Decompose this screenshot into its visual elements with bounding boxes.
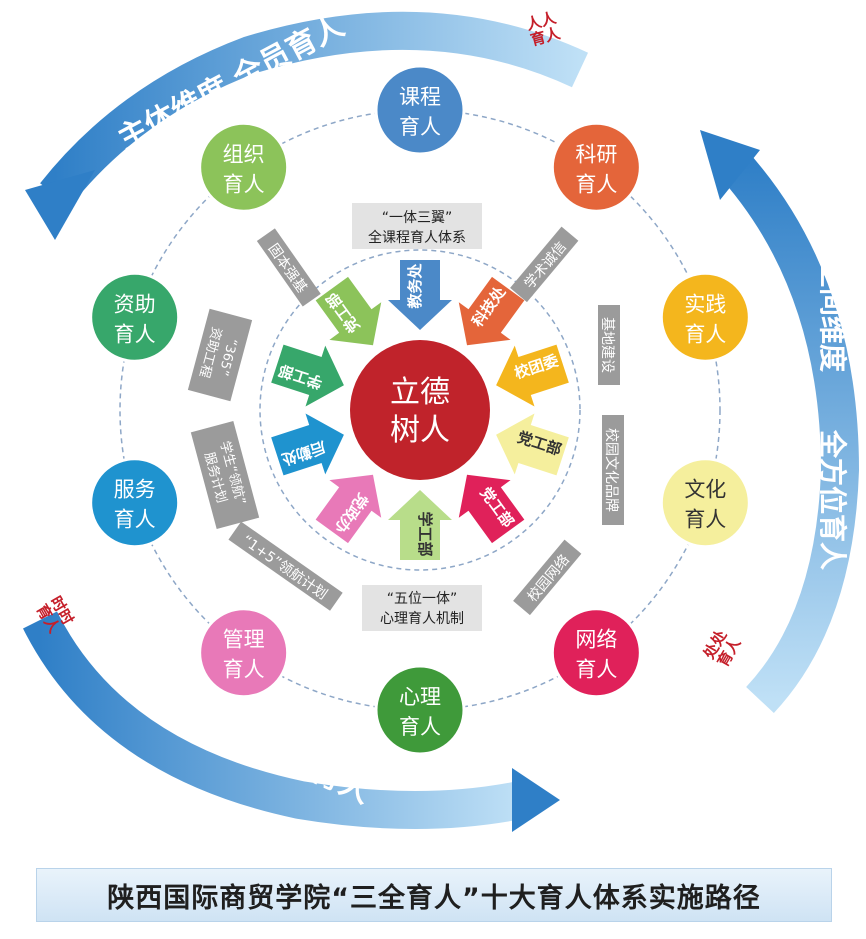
node-network-line1: 网络 [575, 628, 617, 652]
ring-label-network: 校园网络 [513, 539, 582, 616]
node-psych-line1: 心理 [399, 685, 441, 709]
node-culture-line2: 育人 [684, 508, 726, 532]
time-dimension-arrow [23, 611, 524, 829]
node-course-circle [374, 64, 466, 156]
dept-arrow-jiaowu: 教务处 [388, 260, 452, 330]
center-line2: 树人 [390, 413, 450, 448]
node-psych: 心理育人 [374, 664, 466, 756]
ring-label-org: 固本强基 [256, 228, 321, 307]
dept-arrow-xuegongbu1-label: 学工部 [416, 511, 434, 556]
node-org-circle [198, 121, 290, 213]
dept-arrow-xuegongbu2: 学工部 [271, 344, 344, 407]
education-system-diagram: 主体维度 全员育人 空间维度 全方位育人 时间维度 全过程育人 人人 育人 处处… [23, 8, 860, 832]
dept-arrow-xuegongbu2-shape [271, 344, 344, 407]
outer-arrows [23, 11, 860, 832]
node-aid-line1: 资助 [114, 292, 156, 316]
dept-arrow-houqinchu-shape [271, 413, 344, 476]
node-practice-line1: 实践 [684, 292, 726, 316]
node-aid-line2: 育人 [114, 322, 156, 346]
node-practice-line2: 育人 [684, 322, 726, 346]
caption-bar: 陕西国际商贸学院“三全育人”十大育人体系实施路径 [36, 868, 832, 922]
inner-dashed-ring [259, 249, 581, 571]
node-aid-circle [89, 271, 181, 363]
center-node: 立德 树人 [350, 340, 490, 480]
center-circle [350, 340, 490, 480]
dept-arrow-xuegongbu1: 学工部 [388, 490, 452, 560]
time-arrowhead [512, 768, 560, 832]
ring-label-course: “一体三翼” 全课程育人体系 [352, 203, 482, 249]
space-dimension-label-a: 空间维度 [816, 260, 849, 372]
node-practice-circle [659, 271, 751, 363]
ring-label-service: 学生“领航” 服务计划 [190, 421, 260, 529]
center-line1: 立德 [390, 375, 450, 410]
dept-arrow-danggongbu3-shape [315, 276, 382, 346]
dept-arrow-danggongbu1: 党工部 [496, 413, 569, 476]
dept-arrow-danggongbu2-shape [458, 474, 525, 544]
node-org-line2: 育人 [223, 172, 265, 196]
dept-arrow-jiaowu-label: 教务处 [406, 263, 424, 310]
node-service-line1: 服务 [114, 478, 156, 502]
dept-arrow-keji-shape [458, 276, 525, 346]
ring-label-psych: “五位一体” 心理育人机制 [362, 585, 482, 631]
ring-label-practice: 基地建设 [598, 305, 620, 385]
subject-dimension-arrow [40, 11, 589, 207]
ring-labels: “一体三翼” 全课程育人体系 学术诚信 基地建设 校园文化品牌 校园网络 “五位… [187, 203, 624, 631]
badge-everywhere: 处处 育人 [699, 626, 744, 670]
node-network-circle [550, 607, 642, 699]
dept-arrow-dangzhengban-shape [315, 474, 382, 544]
node-network-line2: 育人 [575, 658, 617, 682]
node-culture-circle [659, 457, 751, 549]
space-arrowhead [700, 130, 760, 200]
dept-arrow-xiaotuanwei: 校团委 [496, 344, 569, 407]
node-manage-line2: 育人 [223, 658, 265, 682]
caption-text: 陕西国际商贸学院“三全育人”十大育人体系实施路径 [107, 882, 761, 914]
space-dimension-label-b: 全方位育人 [816, 429, 849, 570]
dept-arrow-jiaowu-shape [388, 260, 452, 330]
subject-arrowhead [25, 170, 95, 240]
ring-label-culture: 校园文化品牌 [602, 415, 624, 525]
ring-label-aid: “365” 资助工程 [187, 308, 253, 402]
ring-label-manage-text: “1+5”领航计划 [239, 533, 330, 603]
space-dimension-arrow [715, 147, 860, 713]
dept-arrow-danggongbu2: 党工部 [458, 474, 525, 544]
node-service-circle [89, 457, 181, 549]
node-research-circle [550, 121, 642, 213]
node-course-line2: 育人 [399, 115, 441, 139]
node-psych-line2: 育人 [399, 715, 441, 739]
dept-arrow-xuegongbu1-shape [388, 490, 452, 560]
dept-arrow-houqinchu: 后勤处 [271, 413, 344, 476]
node-course-line1: 课程 [399, 85, 441, 109]
ring-label-course-line1: “一体三翼” [382, 210, 453, 226]
dept-arrow-xiaotuanwei-shape [496, 344, 569, 407]
node-research-line2: 育人 [575, 172, 617, 196]
node-culture-line1: 文化 [684, 478, 726, 502]
node-service-line2: 育人 [114, 508, 156, 532]
node-org-line1: 组织 [223, 142, 265, 166]
ring-label-practice-text: 基地建设 [599, 317, 616, 373]
node-course: 课程育人 [374, 64, 466, 156]
node-manage-line1: 管理 [223, 628, 265, 652]
node-manage-circle [198, 607, 290, 699]
ring-label-research: 学术诚信 [510, 226, 579, 303]
ring-label-manage: “1+5”领航计划 [228, 521, 343, 611]
node-psych-circle [374, 664, 466, 756]
ring-label-psych-line1: “五位一体” [387, 591, 458, 607]
ring-label-course-line2: 全课程育人体系 [368, 229, 466, 246]
ring-label-culture-text: 校园文化品牌 [603, 428, 620, 512]
ring-label-psych-line2: 心理育人机制 [380, 611, 464, 627]
node-research-line1: 科研 [575, 142, 617, 166]
dept-arrow-danggongbu1-shape [496, 413, 569, 476]
